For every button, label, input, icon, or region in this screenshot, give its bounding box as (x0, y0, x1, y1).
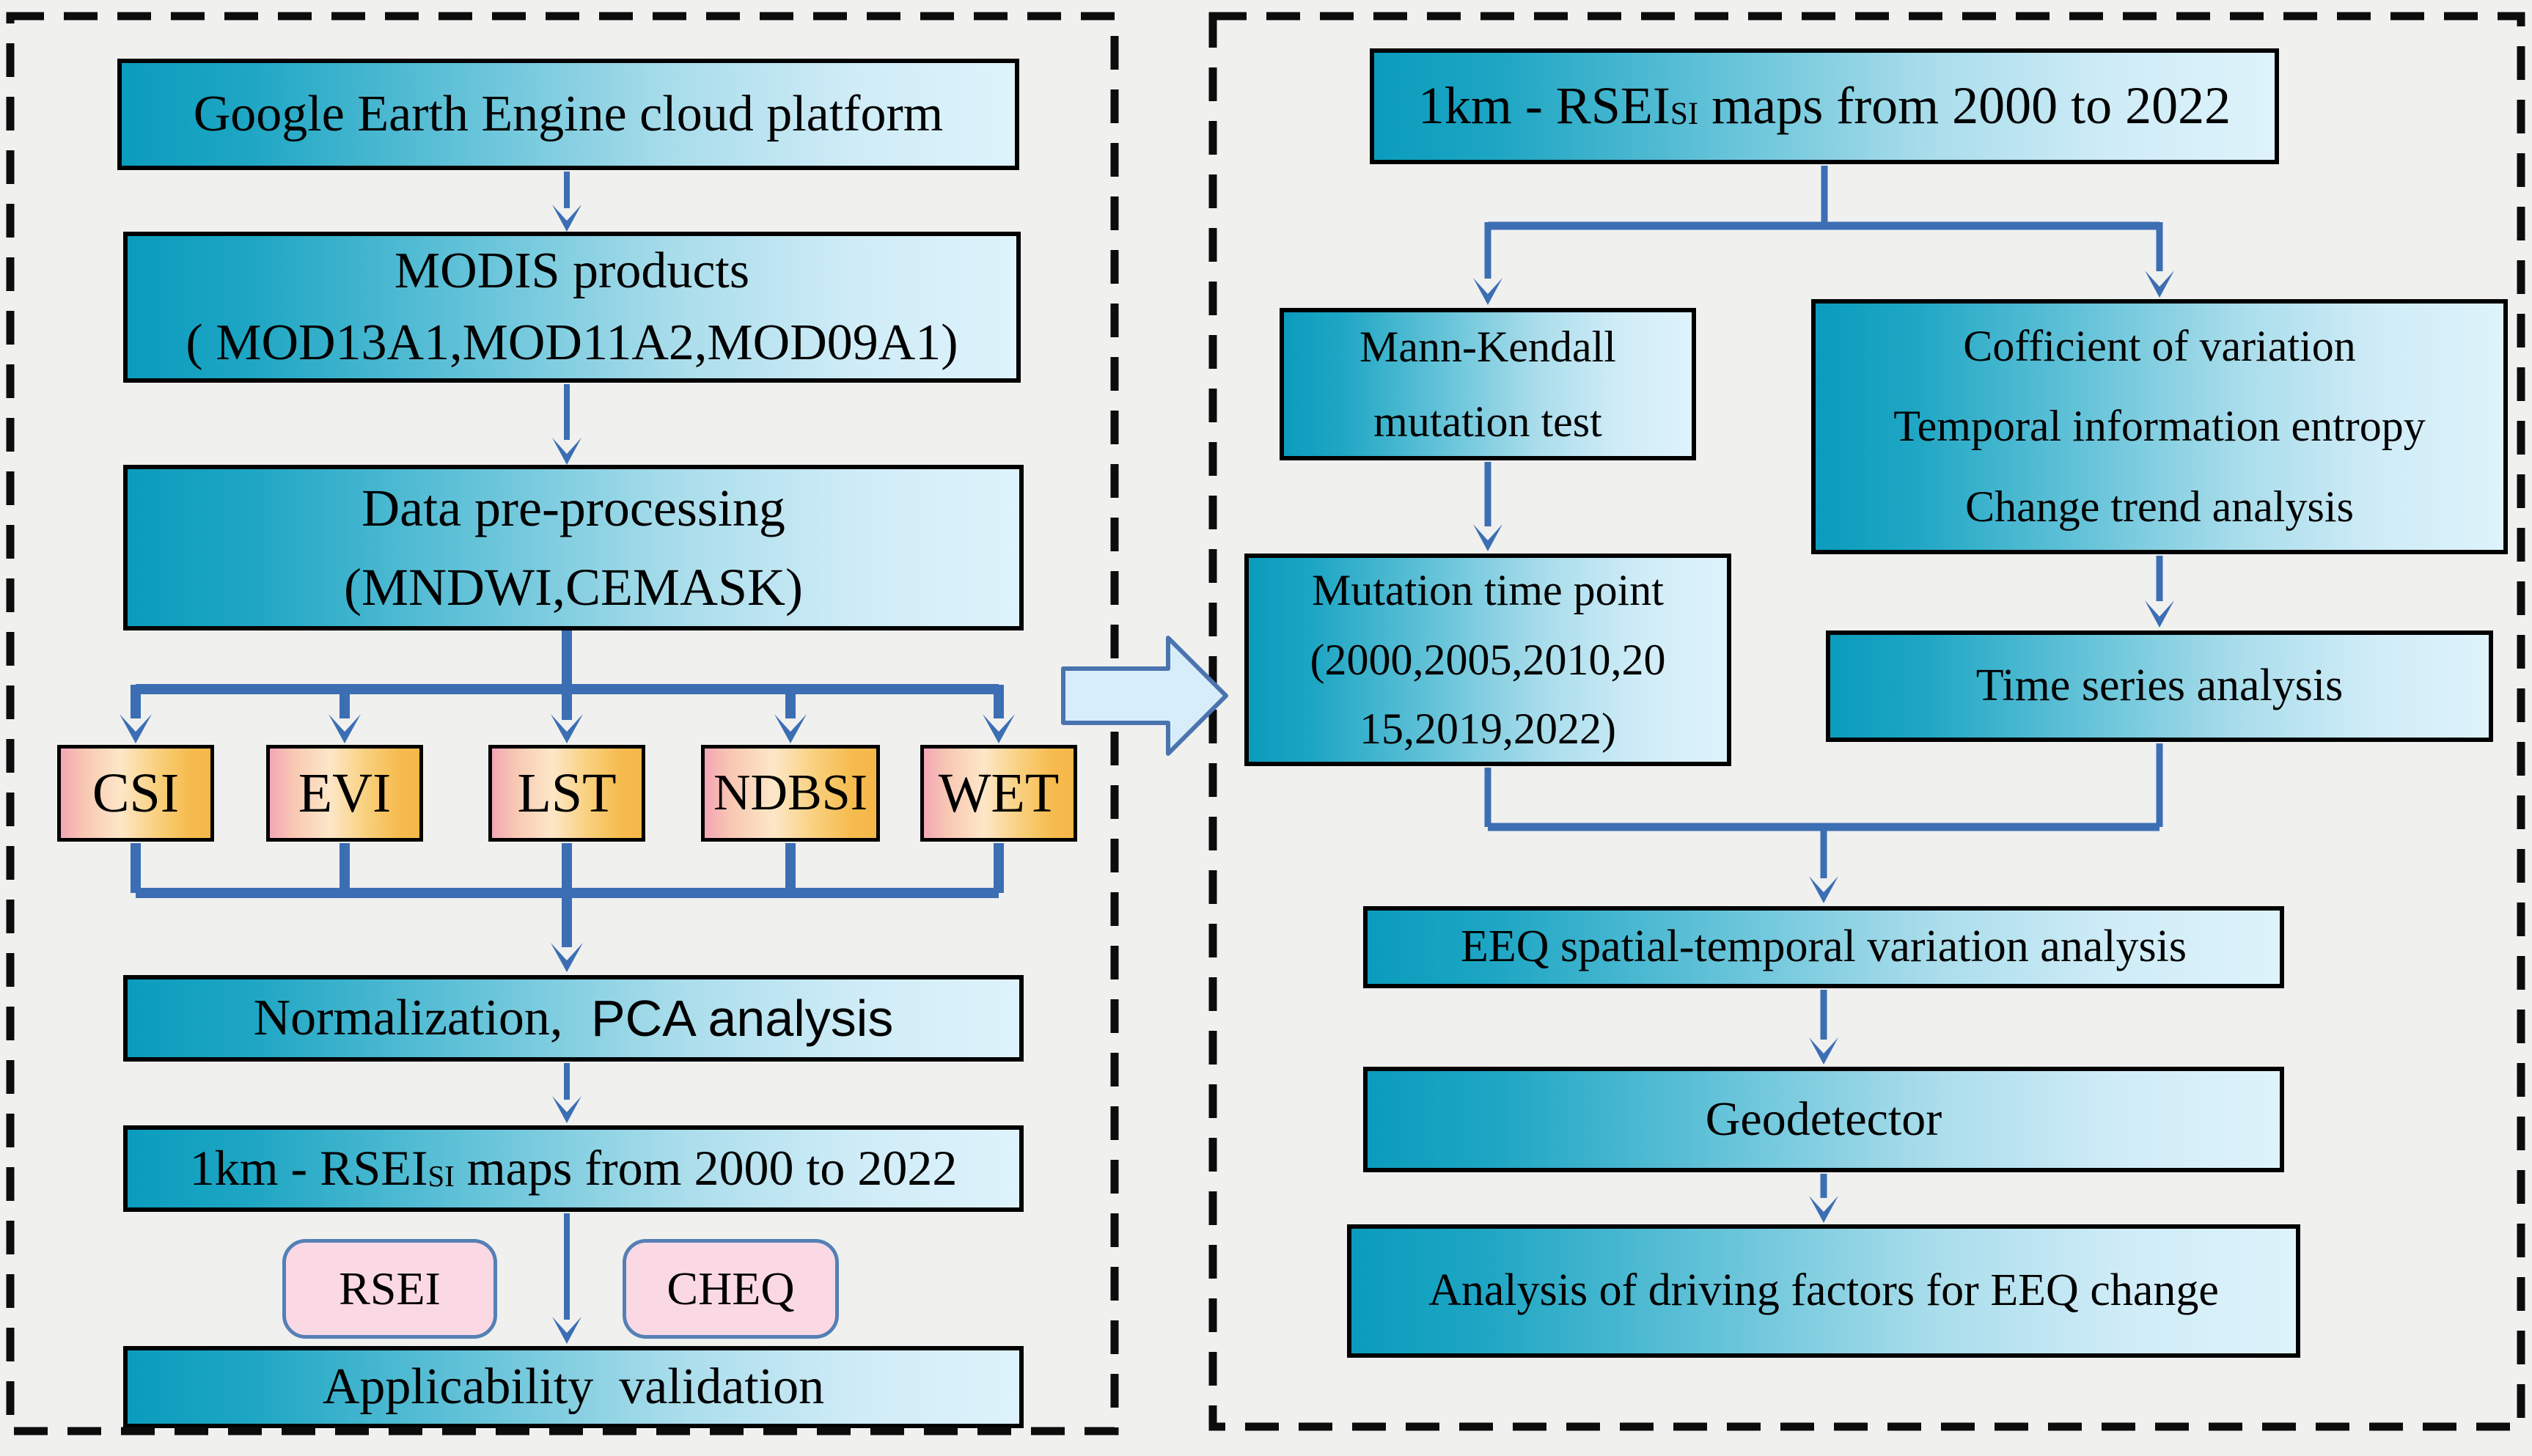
rsei-maps-right-suffix: maps from 2000 to 2022 (1698, 76, 2231, 136)
rsei-maps-box-right: 1km - RSEI SI maps from 2000 to 2022 (1370, 48, 2279, 164)
cheq-tag: CHEQ (623, 1239, 839, 1339)
index-box-ndbsi-label: NDBSI (713, 765, 868, 821)
variation-line2: Temporal information entropy (1893, 402, 2426, 451)
mann-kendall-box: Mann-Kendall mutation test (1280, 308, 1696, 460)
gee-box: Google Earth Engine cloud platform (117, 59, 1019, 170)
applicability-box-label: Applicability validation (322, 1358, 825, 1415)
normalization-box-serif-label: Normalization, (253, 989, 563, 1046)
preprocessing-box-line1: Data pre-processing (362, 479, 785, 537)
modis-box: MODIS products ( MOD13A1,MOD11A2,MOD09A1… (123, 232, 1021, 383)
modis-box-line1: MODIS products (394, 243, 750, 299)
modis-box-line2: ( MOD13A1,MOD11A2,MOD09A1) (186, 315, 958, 371)
normalization-box-sans-label: PCA analysis (590, 989, 894, 1047)
mutation-box: Mutation time point (2000,2005,2010,20 1… (1244, 554, 1731, 766)
preprocessing-box-line2: (MNDWI,CEMASK) (344, 558, 803, 617)
driving-factors-box-label: Analysis of driving factors for EEQ chan… (1428, 1265, 2219, 1316)
driving-factors-box: Analysis of driving factors for EEQ chan… (1347, 1224, 2300, 1358)
time-series-box: Time series analysis (1826, 630, 2493, 742)
mutation-line1: Mutation time point (1312, 565, 1664, 614)
index-box-csi-label: CSI (92, 762, 180, 824)
preprocessing-box: Data pre-processing (MNDWI,CEMASK) (123, 465, 1024, 630)
cheq-tag-label: CHEQ (667, 1262, 795, 1315)
index-box-wet: WET (920, 745, 1077, 842)
geodetector-box: Geodetector (1363, 1067, 2284, 1172)
rsei-maps-left-suffix: maps from 2000 to 2022 (454, 1140, 958, 1196)
rsei-maps-right-subscript: SI (1670, 97, 1699, 132)
rsei-maps-left-prefix: 1km - RSEI (189, 1140, 428, 1196)
index-box-evi: EVI (266, 745, 423, 842)
geodetector-box-label: Geodetector (1705, 1092, 1942, 1147)
eeq-box: EEQ spatial-temporal variation analysis (1363, 906, 2284, 988)
gee-box-label: Google Earth Engine cloud platform (193, 85, 944, 142)
applicability-box: Applicability validation (123, 1346, 1024, 1428)
variation-box: Cofficient of variation Temporal informa… (1811, 299, 2508, 554)
index-box-wet-label: WET (938, 762, 1060, 824)
mutation-line2: (2000,2005,2010,20 (1310, 635, 1666, 684)
mann-kendall-line2: mutation test (1373, 397, 1602, 446)
index-box-lst-label: LST (517, 762, 617, 824)
normalization-box: Normalization, PCA analysis (123, 975, 1024, 1062)
index-box-ndbsi: NDBSI (701, 745, 880, 842)
rsei-maps-left-subscript: SI (427, 1160, 455, 1194)
index-box-lst: LST (488, 745, 645, 842)
time-series-label: Time series analysis (1975, 661, 2344, 711)
variation-line3: Change trend analysis (1965, 482, 2354, 531)
variation-line1: Cofficient of variation (1963, 322, 2356, 371)
index-box-csi: CSI (57, 745, 214, 842)
rsei-tag-label: RSEI (339, 1262, 441, 1315)
rsei-maps-right-prefix: 1km - RSEI (1417, 76, 1670, 136)
eeq-box-label: EEQ spatial-temporal variation analysis (1461, 922, 2187, 972)
mann-kendall-line1: Mann-Kendall (1359, 323, 1616, 371)
index-box-evi-label: EVI (298, 762, 392, 824)
rsei-tag: RSEI (282, 1239, 497, 1339)
mutation-line3: 15,2019,2022) (1359, 705, 1616, 754)
rsei-maps-box-left: 1km - RSEI SI maps from 2000 to 2022 (123, 1125, 1024, 1212)
